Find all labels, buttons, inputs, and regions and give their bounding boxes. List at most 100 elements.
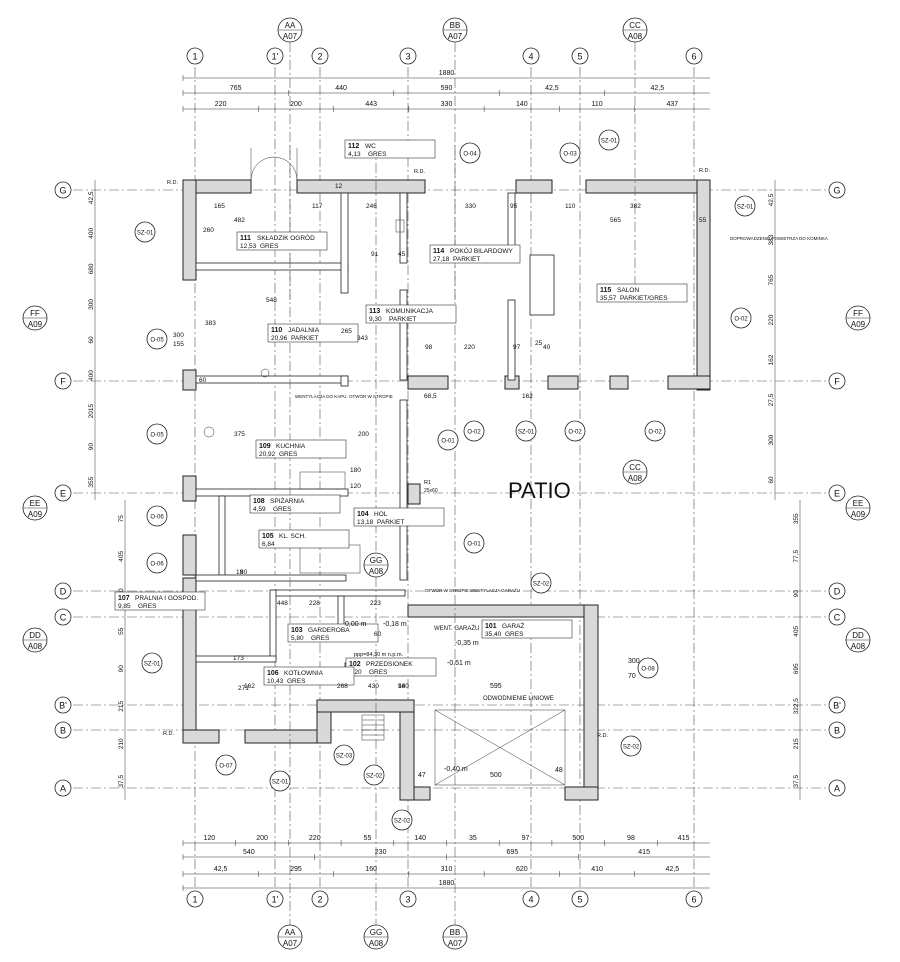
axis-label: 6 xyxy=(691,52,696,62)
room-tag xyxy=(429,244,521,264)
room-name: KOTŁOWNIA xyxy=(284,670,324,677)
room-number: 104 xyxy=(357,511,369,518)
left-a-value: 60 xyxy=(88,336,95,344)
axis-label: 2 xyxy=(317,52,322,62)
opening-bubble xyxy=(146,505,168,527)
interior-dim-value: 271 xyxy=(238,685,249,692)
opening-code: O-06 xyxy=(150,562,164,568)
interior-dim-value: 80 xyxy=(240,569,248,576)
interior-dim-value: 565 xyxy=(610,217,621,224)
axis-bubble xyxy=(828,372,846,390)
axis-label: 5 xyxy=(577,52,582,62)
interior-dim-value: 173 xyxy=(233,655,244,662)
opening-bubble xyxy=(333,744,355,766)
room-tag xyxy=(344,139,436,159)
opening-bubble xyxy=(141,652,163,674)
room-number: 106 xyxy=(267,670,279,677)
interior-dim-value: 155 xyxy=(173,341,184,348)
section-code: BB xyxy=(450,21,461,30)
opening-code: SZ-01 xyxy=(601,139,618,145)
interior-dim-value: 97 xyxy=(513,344,521,351)
interior-dim-value: 265 xyxy=(341,328,352,335)
opening-code: O-08 xyxy=(641,667,655,673)
axis-bubble xyxy=(828,779,846,797)
axis-bubble xyxy=(828,721,846,739)
bottom-row3-value: 42,5 xyxy=(214,866,228,873)
top-row3-value: 110 xyxy=(591,101,602,108)
bottom-row3-value: 410 xyxy=(591,866,603,873)
opening-code: O-02 xyxy=(648,430,662,436)
garage-dim-value: 300 xyxy=(628,658,640,665)
axis-bubble xyxy=(828,582,846,600)
room-name: SALON xyxy=(617,287,639,294)
opening-code: O-01 xyxy=(441,439,455,445)
room-name: KL. SCH. xyxy=(279,533,306,540)
room-number: 103 xyxy=(291,627,303,634)
right-a-value: 162 xyxy=(768,354,775,365)
room-area: 13,18 xyxy=(357,519,374,526)
room-tag xyxy=(255,439,347,459)
right-b-value: 77,5 xyxy=(793,550,800,563)
room-name: SKŁADZIK OGRÓD xyxy=(257,233,315,242)
left-a-value: 355 xyxy=(88,476,95,487)
axis-label: 2 xyxy=(317,895,322,905)
bottom-row2-value: 540 xyxy=(243,849,255,856)
garage-dim-value: 595 xyxy=(490,683,502,690)
room-tag xyxy=(114,591,206,611)
right-a-value: 383 xyxy=(768,234,775,245)
opening-bubble xyxy=(598,129,620,151)
axis-bubble xyxy=(186,47,204,65)
axis-bubble xyxy=(266,47,284,65)
axis-bubble xyxy=(571,47,589,65)
bottom-row1-value: 415 xyxy=(678,835,690,842)
room-name: WC xyxy=(365,143,376,150)
axis-label: E xyxy=(834,489,840,499)
interior-dim-value: 120 xyxy=(350,483,361,490)
right-a-value: 300 xyxy=(768,434,775,445)
interior-dim-value: 40 xyxy=(543,344,551,351)
opening-bubble xyxy=(734,195,756,217)
room-number: 102 xyxy=(349,661,361,668)
room-number: 114 xyxy=(433,248,444,255)
section-code: AA xyxy=(285,928,296,937)
interior-dim-value: 95 xyxy=(510,203,518,210)
bottom-row1-value: 35 xyxy=(469,835,477,842)
axis-label: 6 xyxy=(691,895,696,905)
note-went-garaz-stropie: OTWÓR W STROPIE WENTYLACJA GARAŻU xyxy=(425,587,520,593)
interior-dim-value: 165 xyxy=(214,203,225,210)
section-sheet: A08 xyxy=(851,642,866,651)
room-tag xyxy=(249,494,341,514)
top-row2-value: 590 xyxy=(441,85,453,92)
section-sheet: A08 xyxy=(628,32,643,41)
room-name: PRALNIA I GOSPOD. xyxy=(135,595,198,602)
left-b-value: 55 xyxy=(118,627,125,635)
room-floor: PARKIET xyxy=(377,519,404,526)
opening-code: SZ-01 xyxy=(737,205,754,211)
bottom-row2-value: 230 xyxy=(375,849,387,856)
right-b-value: 405 xyxy=(793,625,800,636)
room-number: 108 xyxy=(253,498,265,505)
room-area: 6,84 xyxy=(262,541,275,548)
level-040: -0,40 m xyxy=(444,766,468,773)
room-tag xyxy=(287,623,379,643)
section-sheet: A08 xyxy=(369,939,384,948)
rd-label-5: R.D. xyxy=(597,733,608,739)
axis-bubble xyxy=(828,608,846,626)
right-a-value: 765 xyxy=(768,274,775,285)
bottom-row1-value: 98 xyxy=(627,835,635,842)
opening-bubble xyxy=(437,429,459,451)
level-018: -0,18 m xyxy=(383,621,407,628)
axis-label: B' xyxy=(59,701,67,711)
room-tag xyxy=(236,231,328,251)
patio-label: PATIO xyxy=(508,478,571,503)
bottom-row1-value: 55 xyxy=(364,835,372,842)
bottom-row1-value: 220 xyxy=(309,835,321,842)
level-035: -0,35 m xyxy=(455,640,479,647)
room-floor: PARKIET/GRES xyxy=(620,295,668,302)
axis-bubble xyxy=(54,181,72,199)
interior-dim-value: 482 xyxy=(234,217,245,224)
opening-bubble xyxy=(459,142,481,164)
axis-bubble xyxy=(685,890,703,908)
room-area: 4,59 xyxy=(253,506,266,513)
